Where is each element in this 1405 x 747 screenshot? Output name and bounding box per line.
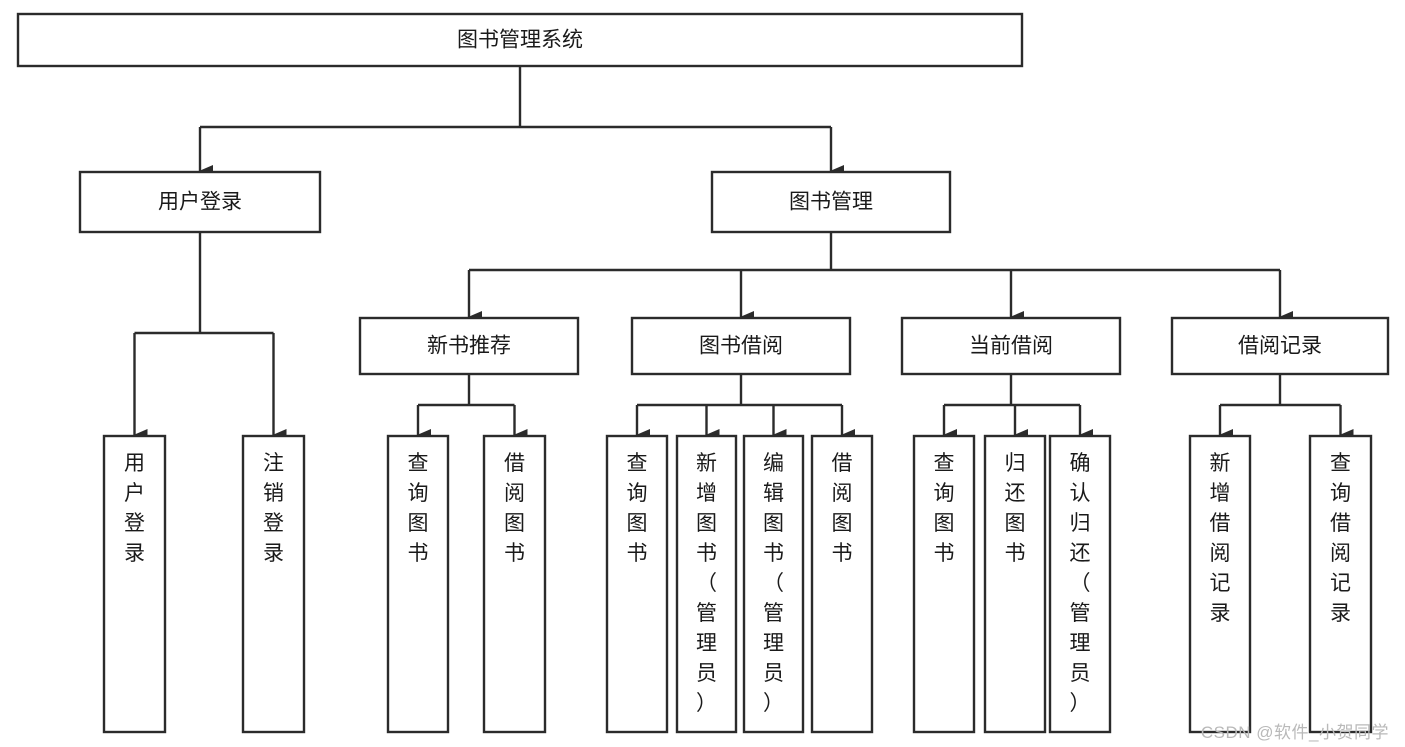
node-book-manage[interactable]: 图书管理 xyxy=(710,170,952,234)
root-node[interactable]: 图书管理系统 xyxy=(16,12,1024,68)
node-leaf-bb-edit[interactable]: 编辑图书（管理员） xyxy=(742,434,805,734)
node-current-borrow-box[interactable] xyxy=(900,316,1122,376)
node-leaf-br-query-box[interactable] xyxy=(1308,434,1373,734)
node-leaf-user-login-box[interactable] xyxy=(102,434,167,734)
node-borrow-record-label: 借阅记录 xyxy=(1238,335,1322,358)
node-user-login[interactable]: 用户登录 xyxy=(78,170,322,234)
node-leaf-bb-edit-box[interactable] xyxy=(742,434,805,734)
node-leaf-bb-add[interactable]: 新增图书（管理员） xyxy=(675,434,738,734)
node-leaf-bb-query-label: 查询图书 xyxy=(627,452,648,565)
root-node-box[interactable] xyxy=(16,12,1024,68)
node-user-login-label: 用户登录 xyxy=(158,191,242,214)
node-leaf-user-logout-label: 注销登录 xyxy=(263,452,284,565)
node-current-borrow[interactable]: 当前借阅 xyxy=(900,316,1122,376)
node-leaf-br-add-box[interactable] xyxy=(1188,434,1252,734)
node-leaf-br-add[interactable]: 新增借阅记录 xyxy=(1188,434,1252,734)
node-leaf-cb-query-label: 查询图书 xyxy=(934,452,955,565)
node-leaf-bb-borrow-label: 借阅图书 xyxy=(832,452,853,565)
node-book-manage-label: 图书管理 xyxy=(789,191,873,214)
node-leaf-br-add-label: 新增借阅记录 xyxy=(1210,452,1231,625)
node-leaf-user-login[interactable]: 用户登录 xyxy=(102,434,167,734)
connector-lines xyxy=(133,66,1354,441)
node-leaf-bb-query-box[interactable] xyxy=(605,434,669,734)
node-book-borrow-label: 图书借阅 xyxy=(699,335,783,358)
node-leaf-bb-query[interactable]: 查询图书 xyxy=(605,434,669,734)
node-leaf-user-logout[interactable]: 注销登录 xyxy=(241,434,306,734)
node-borrow-record-box[interactable] xyxy=(1170,316,1390,376)
node-borrow-record[interactable]: 借阅记录 xyxy=(1170,316,1390,376)
node-leaf-user-logout-box[interactable] xyxy=(241,434,306,734)
node-leaf-cb-confirm-box[interactable] xyxy=(1048,434,1112,734)
node-boxes: 图书管理系统用户登录图书管理新书推荐图书借阅当前借阅借阅记录用户登录注销登录查询… xyxy=(16,12,1390,734)
node-leaf-bb-borrow[interactable]: 借阅图书 xyxy=(810,434,874,734)
node-leaf-bb-borrow-box[interactable] xyxy=(810,434,874,734)
node-leaf-nbr-borrow-box[interactable] xyxy=(482,434,547,734)
node-leaf-user-login-label: 用户登录 xyxy=(124,452,145,565)
node-book-borrow[interactable]: 图书借阅 xyxy=(630,316,852,376)
node-leaf-cb-return[interactable]: 归还图书 xyxy=(983,434,1047,734)
node-new-book-recommend-box[interactable] xyxy=(358,316,580,376)
node-leaf-cb-return-box[interactable] xyxy=(983,434,1047,734)
watermark-text: CSDN @软件_小贺同学 xyxy=(1200,723,1389,742)
node-new-book-recommend-label: 新书推荐 xyxy=(427,335,511,358)
node-leaf-nbr-query[interactable]: 查询图书 xyxy=(386,434,450,734)
node-current-borrow-label: 当前借阅 xyxy=(969,335,1053,358)
node-book-manage-box[interactable] xyxy=(710,170,952,234)
root-node-label: 图书管理系统 xyxy=(457,29,583,52)
node-new-book-recommend[interactable]: 新书推荐 xyxy=(358,316,580,376)
node-leaf-bb-add-label: 新增图书（管理员） xyxy=(696,452,717,715)
node-leaf-cb-query-box[interactable] xyxy=(912,434,976,734)
node-leaf-cb-query[interactable]: 查询图书 xyxy=(912,434,976,734)
node-leaf-nbr-borrow[interactable]: 借阅图书 xyxy=(482,434,547,734)
node-book-borrow-box[interactable] xyxy=(630,316,852,376)
node-leaf-cb-confirm[interactable]: 确认归还（管理员） xyxy=(1048,434,1112,734)
node-leaf-br-query-label: 查询借阅记录 xyxy=(1330,452,1351,625)
node-leaf-nbr-query-label: 查询图书 xyxy=(408,452,429,565)
node-leaf-cb-confirm-label: 确认归还（管理员） xyxy=(1070,452,1091,715)
node-leaf-nbr-query-box[interactable] xyxy=(386,434,450,734)
node-user-login-box[interactable] xyxy=(78,170,322,234)
node-leaf-bb-edit-label: 编辑图书（管理员） xyxy=(763,452,784,715)
node-leaf-br-query[interactable]: 查询借阅记录 xyxy=(1308,434,1373,734)
node-leaf-nbr-borrow-label: 借阅图书 xyxy=(504,452,525,565)
node-leaf-cb-return-label: 归还图书 xyxy=(1005,452,1026,565)
node-leaf-bb-add-box[interactable] xyxy=(675,434,738,734)
